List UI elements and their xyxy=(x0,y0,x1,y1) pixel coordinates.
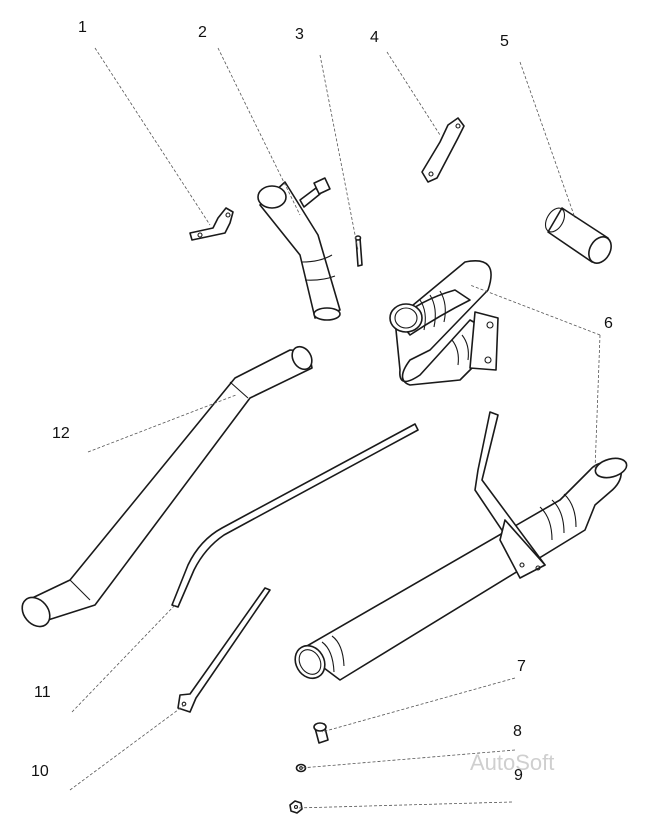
leader-lines xyxy=(69,47,601,809)
leader-10 xyxy=(69,703,187,791)
leader-9 xyxy=(295,801,513,809)
callout-4: 4 xyxy=(370,29,379,46)
leader-12 xyxy=(87,394,237,453)
part-7-bolt xyxy=(313,722,329,744)
part-12-tail-pipe xyxy=(21,345,313,628)
part-10-strap xyxy=(177,587,271,713)
callout-5: 5 xyxy=(500,33,509,50)
callout-11: 11 xyxy=(34,684,51,701)
part-2-elbow-pipe xyxy=(257,177,341,321)
callout-9: 9 xyxy=(514,767,523,784)
callout-7: 7 xyxy=(517,658,526,675)
part-5-sleeve xyxy=(544,207,612,264)
watermark: AutoSoft xyxy=(470,750,554,775)
leader-3 xyxy=(319,54,359,251)
leader-2 xyxy=(217,47,301,216)
leader-5 xyxy=(519,61,576,219)
part-3-pin xyxy=(354,235,363,267)
callout-8: 8 xyxy=(513,723,522,740)
part-9-nut xyxy=(289,800,303,814)
leader-11 xyxy=(71,604,176,713)
callout-12: 12 xyxy=(52,425,70,442)
leader-4 xyxy=(386,51,441,136)
leader-1 xyxy=(94,47,211,226)
callout-3: 3 xyxy=(295,26,304,43)
callout-2: 2 xyxy=(198,24,207,41)
part-4-bracket xyxy=(421,117,465,183)
leader-6b xyxy=(594,334,601,471)
callout-6: 6 xyxy=(604,315,613,332)
leader-7 xyxy=(321,677,516,733)
leader-8 xyxy=(300,749,516,769)
part-6-double-loop-pipe xyxy=(389,260,499,386)
callout-numbers: 1 2 3 4 5 6 7 8 9 10 11 12 xyxy=(31,19,613,784)
part-1-bracket xyxy=(189,207,234,241)
callout-1: 1 xyxy=(78,19,87,36)
part-11-rod xyxy=(171,423,419,608)
callout-10: 10 xyxy=(31,763,49,780)
part-6-long-pipe xyxy=(294,411,628,681)
leader-6a xyxy=(469,284,601,336)
